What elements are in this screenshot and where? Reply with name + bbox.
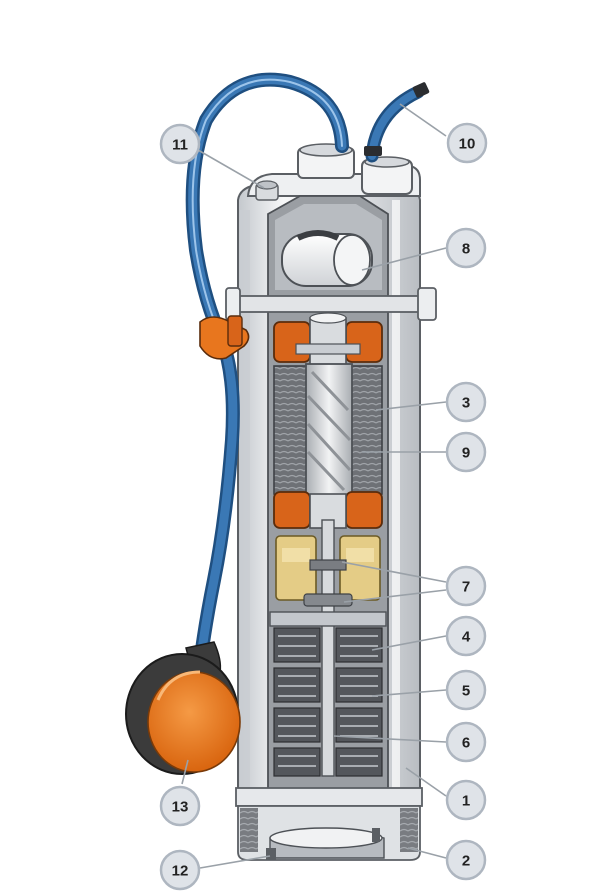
pump-base (235, 787, 423, 861)
callout-10: 10 (446, 122, 488, 164)
callout-13: 13 (159, 785, 201, 827)
callout-9-label: 9 (462, 445, 470, 462)
callout-7: 7 (445, 565, 487, 607)
callout-9: 9 (445, 431, 487, 473)
callout-6: 6 (445, 721, 487, 763)
callout-5-label: 5 (462, 683, 470, 700)
top-cap (246, 143, 421, 201)
leader-10 (399, 103, 447, 137)
callout-13-label: 13 (172, 799, 189, 816)
callout-6-label: 6 (462, 735, 470, 752)
callout-8: 8 (445, 227, 487, 269)
callout-7-label: 7 (462, 579, 470, 596)
leader-12 (199, 855, 271, 869)
clamp-band (225, 287, 437, 321)
stage (273, 627, 383, 663)
leader-8 (361, 247, 447, 271)
leader-6 (333, 735, 447, 743)
leader-2 (407, 847, 447, 859)
callout-4-label: 4 (462, 629, 471, 646)
upper-bearing (273, 312, 383, 367)
leader-4 (371, 635, 447, 651)
capacitor (281, 230, 373, 287)
power-cable-inlet (364, 82, 430, 163)
callouts: 11 10 8 3 9 7 4 5 (159, 122, 488, 891)
callout-12-label: 12 (172, 863, 189, 880)
leader-3 (375, 401, 447, 411)
stage (273, 707, 383, 743)
leader-13 (181, 759, 189, 785)
lower-bearing (273, 491, 383, 529)
callout-5: 5 (445, 669, 487, 711)
stage (273, 747, 383, 777)
leader-5 (371, 689, 447, 697)
callout-8-label: 8 (462, 241, 470, 258)
float-switch (125, 641, 241, 775)
leader-1 (405, 767, 447, 797)
hydraulic-stages (269, 611, 387, 777)
pump-body (225, 143, 437, 861)
casing-highlight (392, 200, 400, 788)
callout-11-label: 11 (172, 137, 188, 154)
pump-shaft (321, 519, 335, 777)
leader-7b (343, 589, 447, 603)
leader-11 (197, 149, 265, 189)
callout-1-label: 1 (462, 793, 470, 810)
leader-lines (181, 103, 447, 869)
rotor (305, 363, 353, 499)
leader-7a (341, 561, 447, 583)
mechanical-seals (275, 535, 381, 607)
callout-2: 2 (445, 839, 487, 881)
callout-11: 11 (159, 123, 201, 165)
float-switch-cable (185, 72, 349, 657)
casing-shade (240, 210, 250, 788)
callout-2-label: 2 (462, 853, 470, 870)
cable-clip (199, 315, 250, 360)
callout-3-label: 3 (462, 395, 470, 412)
callout-10-label: 10 (459, 136, 476, 153)
callout-3: 3 (445, 381, 487, 423)
callout-12: 12 (159, 849, 201, 891)
callout-4: 4 (445, 615, 487, 657)
callout-1: 1 (445, 779, 487, 821)
